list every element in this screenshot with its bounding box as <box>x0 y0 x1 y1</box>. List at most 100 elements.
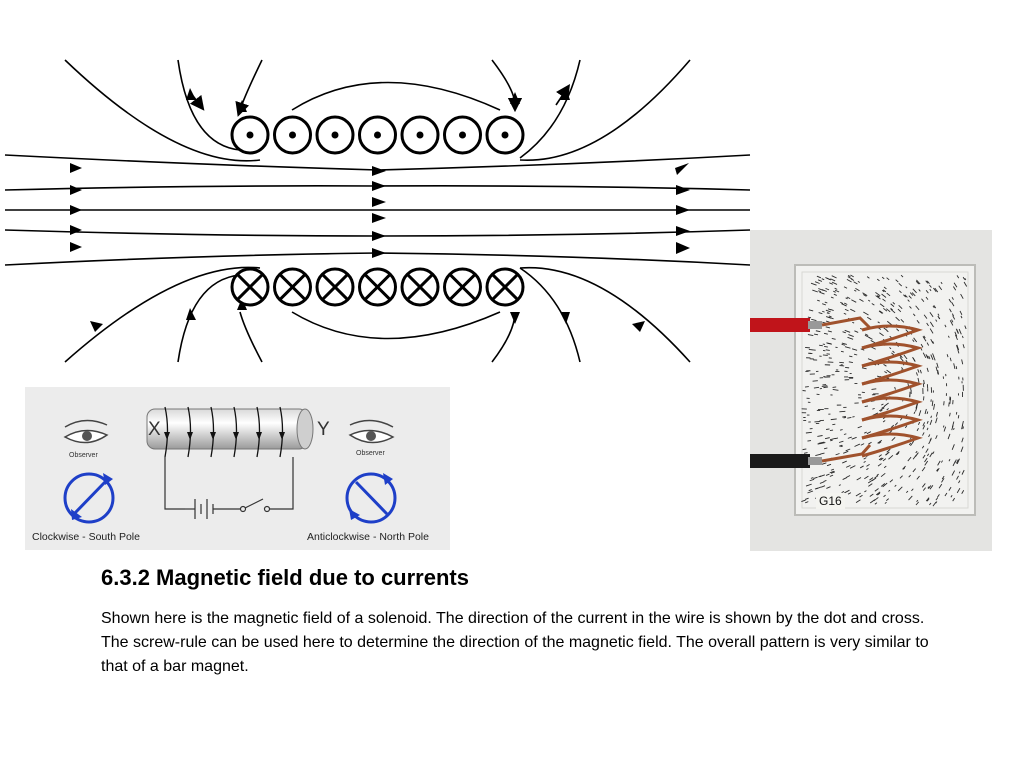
iron-filing <box>941 460 943 463</box>
iron-filing <box>877 295 880 298</box>
iron-filing <box>952 461 956 467</box>
iron-filing <box>892 302 896 305</box>
current-in-cross <box>363 273 392 301</box>
iron-filing <box>817 435 823 437</box>
iron-filing <box>839 444 843 447</box>
iron-filing <box>878 310 883 314</box>
iron-filing <box>935 366 938 371</box>
iron-filing <box>886 292 891 297</box>
iron-filing <box>881 403 884 406</box>
iron-filing <box>822 303 827 306</box>
field-arrow <box>510 312 520 324</box>
iron-filing <box>885 452 889 456</box>
iron-filing <box>881 276 885 280</box>
iron-filing <box>938 285 943 291</box>
iron-filing <box>866 276 870 279</box>
iron-filing <box>866 431 872 435</box>
iron-filing <box>956 275 960 279</box>
iron-filing <box>935 501 938 504</box>
iron-filing <box>922 336 927 342</box>
iron-filing <box>825 287 830 291</box>
iron-filing <box>810 477 814 479</box>
iron-filing <box>862 292 868 297</box>
iron-filing <box>924 408 927 415</box>
iron-filing <box>821 385 828 387</box>
iron-filing <box>916 428 919 432</box>
iron-filing <box>943 426 947 432</box>
iron-filing <box>882 289 887 293</box>
iron-filing <box>823 447 828 450</box>
iron-filing <box>926 355 929 359</box>
iron-filing <box>915 372 918 376</box>
iron-filing <box>840 301 844 304</box>
iron-filing <box>851 299 857 303</box>
iron-filing <box>867 316 872 321</box>
iron-filing <box>805 431 812 434</box>
iron-filing <box>882 482 888 488</box>
iron-filing <box>823 480 827 482</box>
iron-filing <box>886 308 891 313</box>
iron-filing <box>908 442 912 446</box>
iron-filing <box>843 286 848 289</box>
iron-filing <box>935 435 938 440</box>
iron-filing <box>933 403 935 410</box>
iron-filing <box>926 367 929 372</box>
iron-filing <box>855 492 861 497</box>
screw-rule-diagram <box>63 406 397 524</box>
iron-filing <box>861 367 867 370</box>
iron-filing <box>802 448 807 451</box>
iron-filing <box>926 453 930 457</box>
iron-filing <box>925 290 929 294</box>
iron-filing <box>834 287 838 290</box>
iron-filing <box>872 412 879 416</box>
iron-filing <box>952 286 957 291</box>
iron-filing <box>808 489 812 492</box>
field-arrow <box>676 226 690 236</box>
iron-filing <box>921 298 925 302</box>
iron-filing <box>831 275 837 279</box>
iron-filing <box>938 316 941 320</box>
field-arrow <box>560 88 570 100</box>
black-lead <box>750 454 810 468</box>
iron-filing <box>964 325 967 330</box>
iron-filing <box>929 452 933 458</box>
iron-filing <box>916 475 920 480</box>
iron-filing <box>928 355 931 360</box>
iron-filing <box>876 278 880 282</box>
iron-filing <box>935 417 938 424</box>
iron-filing <box>890 424 895 428</box>
iron-filing <box>881 293 887 298</box>
iron-filing <box>904 294 908 298</box>
iron-filing <box>878 457 883 461</box>
iron-filing <box>913 337 918 343</box>
iron-filing <box>851 436 857 440</box>
iron-filing <box>949 412 951 417</box>
iron-filing <box>905 490 909 494</box>
iron-filing <box>903 354 908 360</box>
iron-filing <box>940 281 943 285</box>
iron-filing <box>875 291 881 297</box>
iron-filing <box>883 465 887 469</box>
iron-filing <box>912 468 917 473</box>
iron-filing <box>877 439 883 444</box>
iron-filing <box>841 303 847 307</box>
iron-filing <box>935 497 939 501</box>
iron-filing <box>833 290 836 293</box>
iron-filing <box>911 488 914 492</box>
iron-filing <box>874 488 879 492</box>
iron-filing <box>844 308 849 312</box>
iron-filing <box>886 448 891 453</box>
iron-filing <box>863 460 866 463</box>
iron-filing <box>847 436 852 439</box>
iron-filing <box>850 274 854 278</box>
iron-filing <box>956 459 959 464</box>
iron-filing <box>949 308 952 313</box>
photo-label-tag: G16 <box>816 493 845 509</box>
iron-filing <box>870 340 876 344</box>
caption-clockwise: Clockwise - South Pole <box>32 531 140 543</box>
iron-filing <box>944 492 948 497</box>
field-line <box>235 59 263 117</box>
iron-filing <box>961 469 965 475</box>
iron-filing <box>850 308 856 313</box>
iron-filing <box>917 377 920 383</box>
